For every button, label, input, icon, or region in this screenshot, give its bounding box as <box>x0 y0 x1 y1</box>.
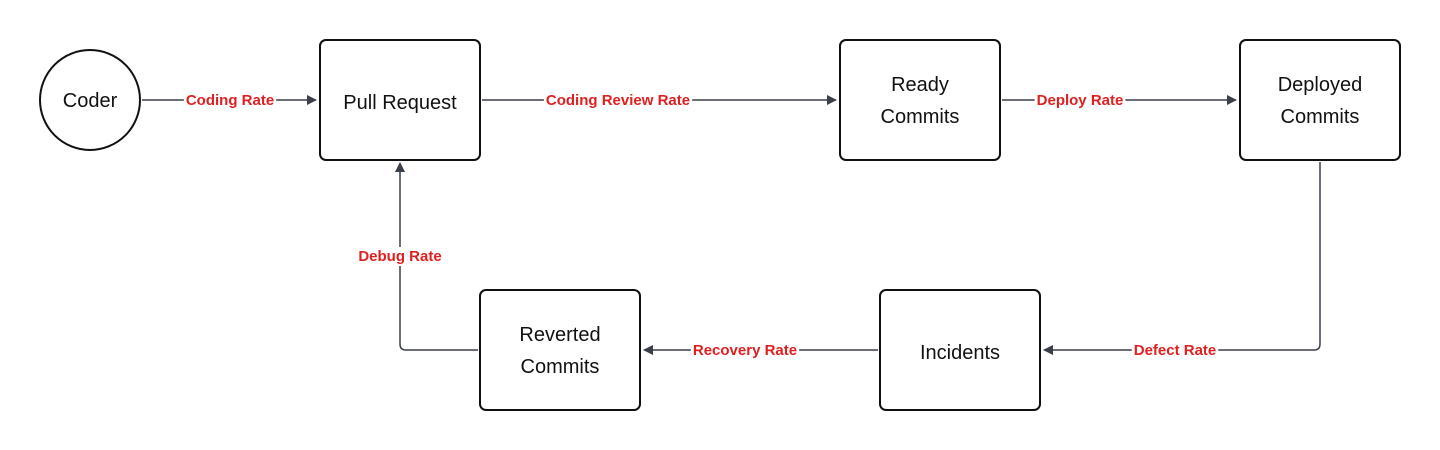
node-label: Incidents <box>920 342 1000 364</box>
edge-label-text: Coding Rate <box>186 92 274 109</box>
node-label-line-2: Commits <box>881 106 960 128</box>
edge-label-debug-rate: Debug Rate <box>356 247 444 266</box>
node-pull-request: Pull Request <box>319 39 481 161</box>
edge-defect-rate <box>1043 162 1321 355</box>
node-ready-commits: Ready Commits <box>839 39 1001 161</box>
node-coder: Coder <box>39 49 141 151</box>
edge-debug-rate <box>395 162 478 351</box>
node-label: Pull Request <box>343 92 457 114</box>
node-incidents: Incidents <box>879 289 1041 411</box>
edge-label-coding-review-rate: Coding Review Rate <box>543 91 693 110</box>
node-deployed-commits: Deployed Commits <box>1239 39 1401 161</box>
node-label-line-1: Reverted <box>519 324 600 346</box>
edge-label-recovery-rate: Recovery Rate <box>690 341 800 360</box>
edge-label-text: Defect Rate <box>1134 342 1217 359</box>
node-label-line-2: Commits <box>1281 106 1360 128</box>
edges <box>142 95 1321 355</box>
edge-label-coding-rate: Coding Rate <box>183 91 277 110</box>
node-label: Coder <box>63 90 118 112</box>
node-label-line-2: Commits <box>521 356 600 378</box>
edge-labels: Coding Rate Coding Review Rate Deploy Ra… <box>183 91 1219 360</box>
edge-label-defect-rate: Defect Rate <box>1131 341 1219 360</box>
node-label-line-1: Deployed <box>1278 74 1363 96</box>
edge-label-text: Coding Review Rate <box>546 92 690 109</box>
edge-label-text: Deploy Rate <box>1037 92 1124 109</box>
edge-label-text: Recovery Rate <box>693 342 797 359</box>
node-reverted-commits: Reverted Commits <box>479 289 641 411</box>
edge-label-text: Debug Rate <box>358 248 441 265</box>
nodes: Coder Pull Request Ready Commits Deploye… <box>39 39 1401 411</box>
edge-label-deploy-rate: Deploy Rate <box>1034 91 1126 110</box>
node-label-line-1: Ready <box>891 74 949 96</box>
